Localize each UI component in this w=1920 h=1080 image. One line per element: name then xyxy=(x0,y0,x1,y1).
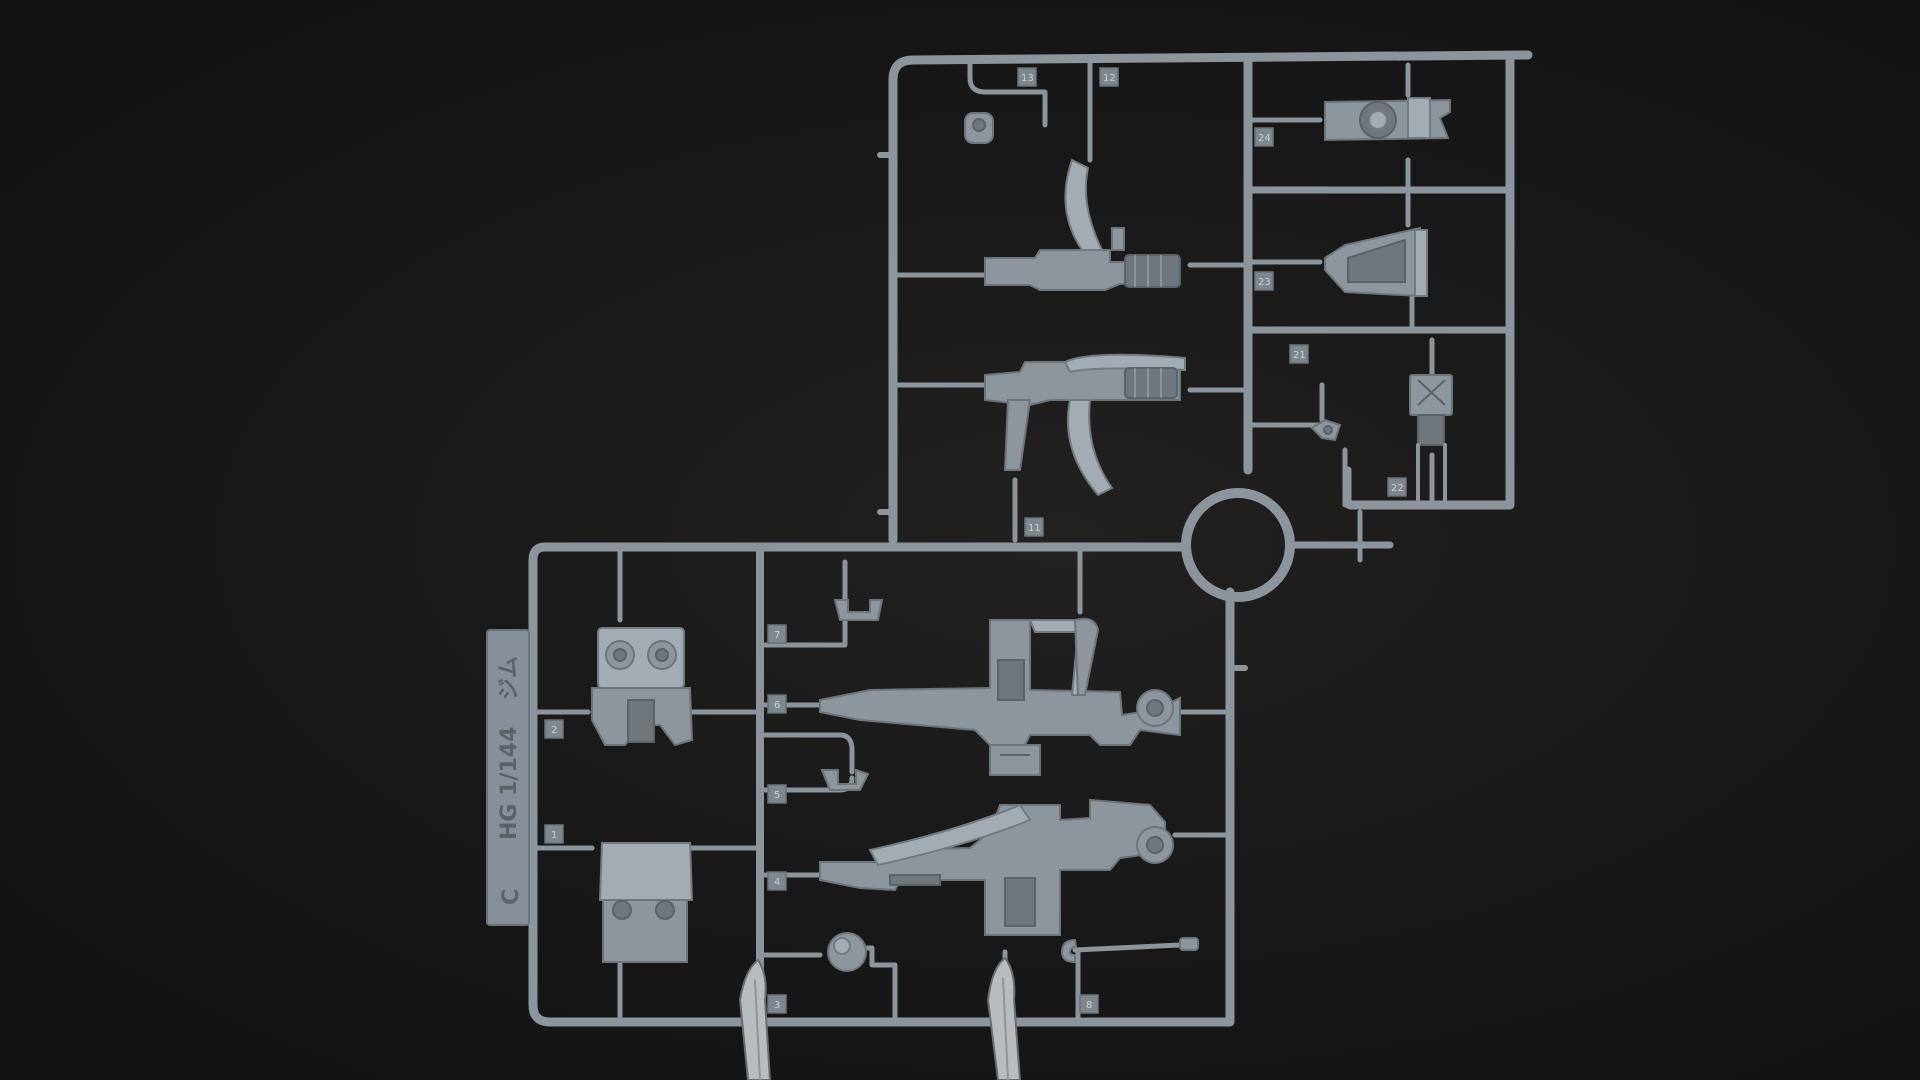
part-tag-1: 1 xyxy=(544,824,564,844)
part-tag-7: 7 xyxy=(767,624,787,644)
hook-part-7 xyxy=(833,599,884,621)
part-tag-22: 22 xyxy=(1387,477,1407,497)
runner-name-plate: HG 1/144 ジム C xyxy=(486,629,530,926)
hook-part-5 xyxy=(820,768,870,791)
part-tag-3: 3 xyxy=(767,994,787,1014)
svg-text:3: 3 xyxy=(774,1000,780,1011)
part-tag-6: 6 xyxy=(767,694,787,714)
vent-part-22 xyxy=(1409,374,1453,502)
hook-part-8 xyxy=(1060,937,1199,964)
model-name-label: ジム xyxy=(497,656,522,700)
bazooka-lower xyxy=(819,798,1174,936)
part-tags: 13 12 24 23 21 22 11 7 6 5 4 2 1 3 8 xyxy=(544,67,1407,1014)
bracket-part-23 xyxy=(1324,226,1428,298)
part-tag-8: 8 xyxy=(1079,994,1099,1014)
svg-text:6: 6 xyxy=(774,700,780,711)
svg-text:24: 24 xyxy=(1258,133,1271,144)
part-tag-4: 4 xyxy=(767,871,787,891)
svg-text:2: 2 xyxy=(551,725,557,736)
part-tag-11: 11 xyxy=(1024,517,1044,537)
part-tag-5: 5 xyxy=(767,784,787,804)
svg-text:12: 12 xyxy=(1103,73,1116,84)
runner-letter: C xyxy=(499,889,524,905)
svg-text:7: 7 xyxy=(774,630,780,641)
svg-text:1: 1 xyxy=(551,830,557,841)
svg-text:23: 23 xyxy=(1258,277,1271,288)
scale-label: HG 1/144 xyxy=(497,727,522,840)
round-disk-part xyxy=(827,932,867,972)
beam-rifle-lower xyxy=(984,353,1186,497)
beam-rifle-upper xyxy=(984,158,1181,291)
svg-text:21: 21 xyxy=(1293,350,1306,361)
svg-text:22: 22 xyxy=(1391,483,1404,494)
svg-text:8: 8 xyxy=(1086,1000,1092,1011)
svg-text:5: 5 xyxy=(774,790,780,801)
part-tag-23: 23 xyxy=(1254,271,1274,291)
holding-clip-left xyxy=(738,958,772,1080)
clamp-part-24 xyxy=(1324,97,1451,142)
svg-text:11: 11 xyxy=(1028,523,1041,534)
part-tag-12: 12 xyxy=(1099,67,1119,87)
svg-text:13: 13 xyxy=(1021,73,1034,84)
bazooka-upper xyxy=(819,617,1181,776)
hook-part-21 xyxy=(1310,418,1342,442)
part-tag-21: 21 xyxy=(1289,344,1309,364)
torso-block-part xyxy=(591,627,694,747)
waist-block-part xyxy=(598,842,694,963)
svg-text:4: 4 xyxy=(774,877,780,888)
part-tag-2: 2 xyxy=(544,719,564,739)
part-tag-13: 13 xyxy=(1017,67,1037,87)
part-tag-24: 24 xyxy=(1254,127,1274,147)
holding-clip-right xyxy=(986,956,1022,1080)
small-socket-part xyxy=(964,112,994,144)
